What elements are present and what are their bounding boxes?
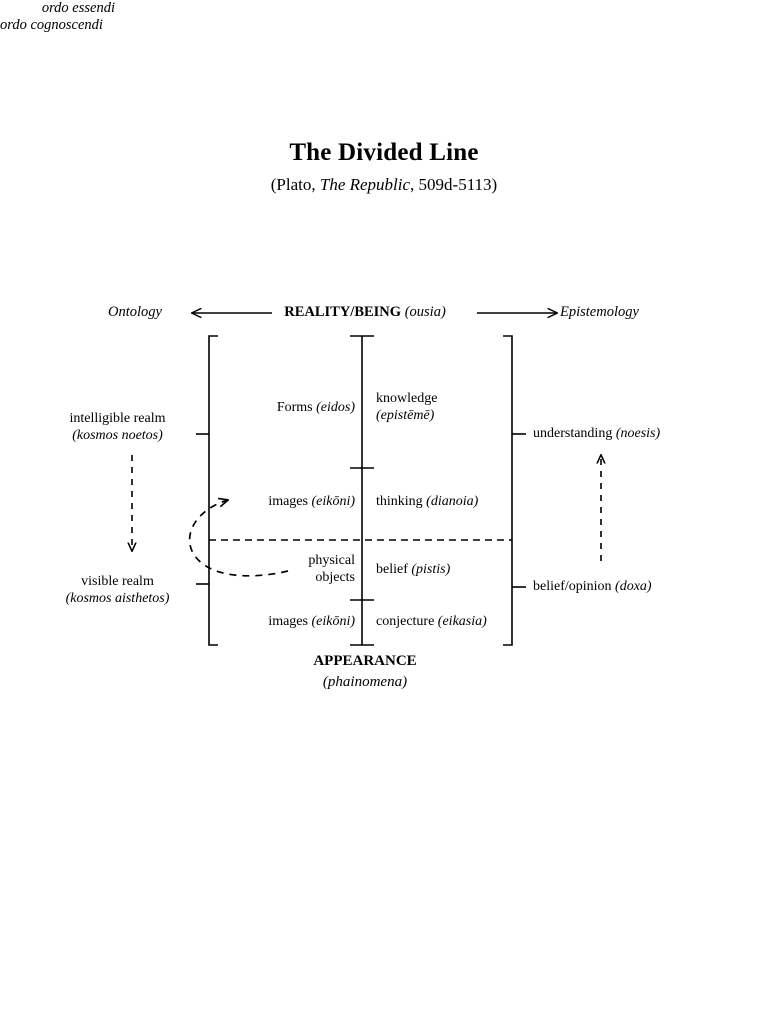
header-epistemology-label: Epistemology — [560, 304, 639, 320]
segment-physical-objects-ontology-label: physical objects — [225, 552, 355, 586]
eikoni-upper-text: (eikōni) — [311, 494, 355, 509]
visible-realm-line1: visible realm — [81, 574, 154, 589]
episteme-text: (epistēmē) — [376, 408, 435, 423]
subtitle-suffix: , 509d-5113) — [410, 175, 498, 194]
subtitle-prefix: (Plato, — [270, 175, 320, 194]
visible-realm-line2: (kosmos aisthetos) — [65, 591, 170, 606]
subtitle-work-title: The Republic — [319, 175, 411, 194]
understanding-text: understanding — [533, 426, 616, 441]
belief-opinion-doxa-label: belief/opinion (doxa) — [533, 578, 763, 595]
page-title: The Divided Line — [289, 139, 479, 166]
segment-images-lower-ontology-label: images (eikōni) — [225, 613, 355, 630]
right-bracket — [503, 335, 526, 646]
segment-images-upper-epistemology-label: thinking (dianoia) — [376, 493, 516, 510]
intelligible-realm-line1: intelligible realm — [69, 411, 166, 426]
visible-realm-label: visible realm (kosmos aisthetos) — [35, 573, 200, 607]
noesis-text: (noesis) — [615, 426, 661, 441]
knowledge-text: knowledge — [376, 391, 438, 406]
belief-opinion-text: belief/opinion — [533, 579, 616, 594]
images-upper-text: images — [268, 494, 312, 509]
understanding-noesis-label: understanding (noesis) — [533, 425, 763, 442]
conjecture-text: conjecture — [376, 614, 438, 629]
intelligible-realm-label: intelligible realm (kosmos noetos) — [35, 410, 200, 444]
header-reality-being-label: REALITY/BEING (ousia) — [240, 304, 490, 321]
pistis-text: (pistis) — [411, 562, 451, 577]
physical-objects-line1: physical — [308, 553, 355, 568]
intelligible-realm-line2: (kosmos noetos) — [72, 428, 163, 443]
ousia-text: (ousia) — [404, 304, 446, 320]
forms-text: Forms — [276, 400, 317, 415]
doxa-text: (doxa) — [615, 579, 652, 594]
eikoni-lower-text: (eikōni) — [311, 614, 355, 629]
reality-being-text: REALITY/BEING — [284, 304, 402, 320]
header-ontology-label: Ontology — [108, 304, 162, 320]
footer-phainomena-label: (phainomena) — [322, 674, 408, 690]
page-subtitle: (Plato, The Republic, 509d-5113) — [0, 175, 768, 195]
segment-images-lower-epistemology-label: conjecture (eikasia) — [376, 613, 516, 630]
eidos-text: (eidos) — [316, 400, 355, 415]
images-lower-text: images — [268, 614, 312, 629]
ordo-essendi-label: ordo essendi — [41, 0, 115, 16]
segment-physical-objects-epistemology-label: belief (pistis) — [376, 561, 516, 578]
central-divided-line — [350, 335, 374, 646]
footer-appearance-label: APPEARANCE — [313, 653, 417, 669]
dianoia-text: (dianoia) — [426, 494, 479, 509]
belief-text: belief — [376, 562, 412, 577]
ordo-cognoscendi-label: ordo cognoscendi — [0, 17, 103, 33]
segment-forms-ontology-label: Forms (eidos) — [225, 399, 355, 416]
eikasia-text: (eikasia) — [437, 614, 487, 629]
thinking-text: thinking — [376, 494, 427, 509]
segment-images-upper-ontology-label: images (eikōni) — [225, 493, 355, 510]
segment-forms-epistemology-label: knowledge (epistēmē) — [376, 390, 516, 424]
physical-objects-line2: objects — [315, 570, 355, 585]
